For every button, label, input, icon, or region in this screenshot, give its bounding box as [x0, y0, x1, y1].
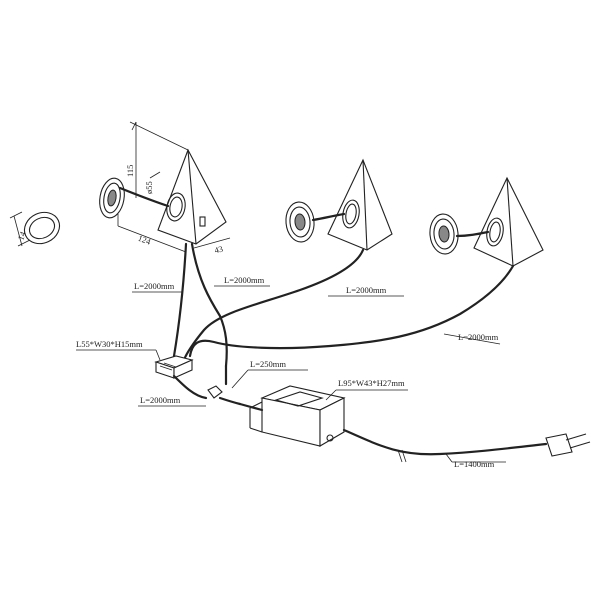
led-driver [238, 385, 346, 447]
driver-label: L95*W43*H27mm [338, 378, 405, 388]
base-width-label: 124 [137, 233, 153, 247]
cable-label-light1-right: L=2000mm [224, 275, 265, 285]
light-fixture-2 [285, 158, 393, 251]
cable-label-light2: L=2000mm [346, 285, 387, 295]
fitting-diameter-label: ø55 [144, 181, 154, 194]
cable-label-driver-short: L=250mm [250, 359, 286, 369]
cable-label-distributor-out: L=2000mm [140, 395, 181, 405]
cable-label-mains: L=1400mm [454, 459, 495, 469]
light-fixture-3 [429, 176, 544, 267]
distributor-box [154, 355, 242, 406]
triangle-height-label: 115 [125, 165, 135, 177]
loose-ring: 14 [9, 211, 61, 247]
distributor-label: L55*W30*H15mm [76, 339, 143, 349]
base-depth-label: 43 [213, 243, 224, 255]
cable-label-light1-left: L=2000mm [134, 281, 175, 291]
light-fixture-1: 115 ø55 124 43 [99, 121, 231, 255]
cable-label-light3: L=2000mm [458, 332, 499, 342]
mains-plug [342, 428, 591, 463]
light-cables [172, 242, 515, 368]
ring-height-label: 14 [16, 229, 29, 241]
labels: L=2000mm L=2000mm L=2000mm L=2000mm L55*… [76, 275, 506, 469]
